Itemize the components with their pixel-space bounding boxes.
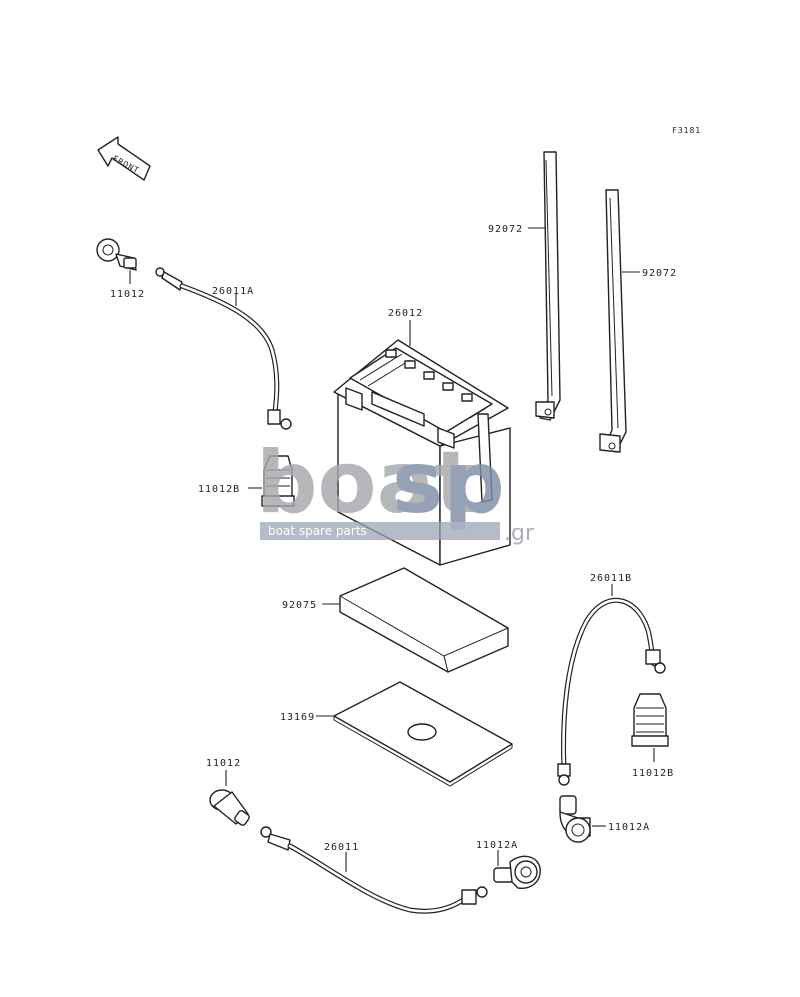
part-label-92072-right: 92072 [642,268,677,279]
part-label-11012-bottom: 11012 [206,758,241,769]
terminal-boot-11012B-right [631,693,669,747]
watermark-tld: .gr [504,521,535,546]
tray-13169 [333,681,513,787]
cable-26011B [557,597,666,786]
elbow-boot-11012A-right [559,795,591,843]
terminal-boot-11012B-left [261,455,295,507]
watermark-brand-main: boat [256,433,476,533]
front-arrow-icon: FRONT [97,136,151,181]
watermark-tagline: boat spare parts [268,524,367,538]
part-label-11012A-right: 11012A [608,822,650,833]
part-label-26011: 26011 [324,842,359,853]
elbow-boot-11012A-bottom [493,855,541,889]
part-label-26011A: 26011A [212,286,254,297]
part-label-26011B: 26011B [590,573,632,584]
terminal-cover-11012-bottom [209,789,250,826]
part-label-92075: 92075 [282,600,317,611]
part-label-26012: 26012 [388,308,423,319]
cable-26011 [260,826,488,914]
diagram-code: F3181 [672,126,701,135]
strap-92072-left [535,151,561,421]
part-label-11012B-left: 11012B [198,484,240,495]
terminal-cover-11012-top [96,238,137,271]
part-label-13169: 13169 [280,712,315,723]
watermark-brand-accent: sp [392,433,505,533]
part-label-11012A-bottom: 11012A [476,840,518,851]
part-label-11012B-right: 11012B [632,768,674,779]
strap-92072-right [599,189,627,453]
part-label-11012-top: 11012 [110,289,145,300]
cable-26011A [155,267,292,430]
watermark-logo: boat sp .gr boat spare parts [256,433,535,546]
part-label-92072-left: 92072 [488,224,523,235]
pad-92075 [339,567,509,673]
